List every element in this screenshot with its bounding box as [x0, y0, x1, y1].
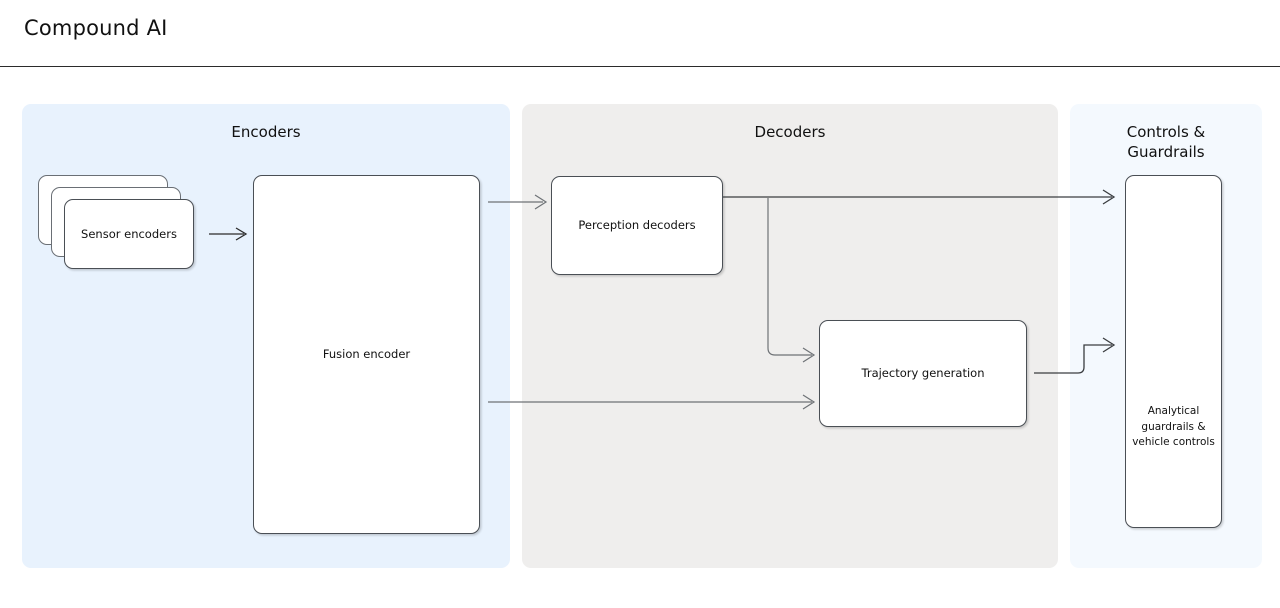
- fusion-encoder-label: Fusion encoder: [322, 347, 411, 362]
- trajectory-generation-label: Trajectory generation: [861, 366, 985, 381]
- node-fusion-encoder[interactable]: Fusion encoder: [253, 175, 480, 534]
- sensor-encoders-card-front[interactable]: Sensor encoders: [64, 199, 194, 269]
- node-trajectory-generation[interactable]: Trajectory generation: [819, 320, 1027, 427]
- panel-decoders-title: Decoders: [754, 123, 826, 141]
- node-analytical-guardrails[interactable]: Analytical guardrails & vehicle controls: [1125, 175, 1222, 528]
- panel-encoders-title: Encoders: [231, 123, 301, 141]
- node-sensor-encoders[interactable]: Sensor encoders: [38, 175, 213, 280]
- sensor-encoders-label: Sensor encoders: [81, 227, 177, 241]
- header-divider: [0, 66, 1280, 67]
- page-title: Compound AI: [24, 16, 168, 40]
- node-perception-decoders[interactable]: Perception decoders: [551, 176, 723, 275]
- panel-controls-title: Controls & Guardrails: [1126, 123, 1206, 162]
- analytical-guardrails-label: Analytical guardrails & vehicle controls: [1132, 404, 1215, 449]
- perception-decoders-label: Perception decoders: [578, 218, 696, 233]
